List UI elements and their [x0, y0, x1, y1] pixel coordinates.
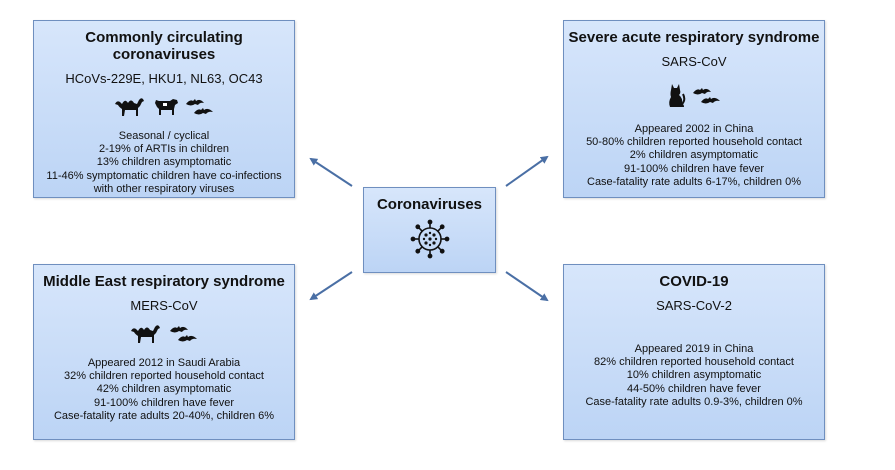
sars-line: 2% children asymptomatic [629, 149, 759, 162]
hcov-line: 11-46% symptomatic children have co-infe… [46, 169, 282, 182]
covid-line: 44-50% children have fever [627, 382, 761, 395]
hcov-line: 13% children asymptomatic [96, 156, 232, 169]
cow-icon [153, 95, 179, 117]
hcov-virus-names: HCoVs-229E, HKU1, NL63, OC43 [65, 71, 263, 86]
arrow-to-covid [505, 271, 549, 302]
sars-line: Case-fatality rate adults 6-17%, childre… [587, 175, 801, 188]
hcov-line: with other respiratory viruses [93, 182, 235, 195]
mers-line: 91-100% children have fever [93, 396, 235, 409]
hcov-line: Seasonal / cyclical [118, 130, 210, 142]
covid-line: 82% children reported household contact [594, 356, 794, 369]
covid-line: Case-fatality rate adults 0.9-3%, childr… [585, 395, 803, 408]
mers-line: Case-fatality rate adults 20-40%, childr… [53, 409, 275, 422]
covid-line: Appeared 2019 in China [634, 343, 754, 355]
mers-title: Middle East respiratory syndrome [43, 273, 285, 290]
covid-title: COVID-19 [659, 273, 729, 290]
covid-line: 10% children asymptomatic [626, 369, 762, 382]
mers-line: Appeared 2012 in Saudi Arabia [87, 357, 241, 369]
coronavirus-icon [364, 219, 495, 259]
arrow-to-hcov [309, 157, 353, 187]
mers-box: Middle East respiratory syndrome MERS-Co… [33, 264, 295, 440]
camel-icon [129, 321, 163, 345]
hcov-line: 2-19% of ARTIs in children [98, 143, 230, 156]
mers-line: 32% children reported household contact [64, 370, 264, 383]
bats-icon [692, 83, 722, 107]
covid-virus-name: SARS-CoV-2 [656, 298, 732, 313]
bats-icon [169, 321, 199, 345]
mers-line: 42% children asymptomatic [96, 383, 232, 396]
hcov-icons [34, 92, 294, 120]
mers-virus-name: MERS-CoV [130, 298, 198, 313]
center-title: Coronaviruses [376, 196, 483, 213]
cat-icon [666, 82, 686, 108]
sars-line: Appeared 2002 in China [634, 123, 754, 135]
sars-box: Severe acute respiratory syndrome SARS-C… [563, 20, 825, 198]
coronaviruses-center-box: Coronaviruses [363, 187, 496, 273]
sars-line: 91-100% children have fever [623, 162, 765, 175]
hcov-box: Commonly circulating coronaviruses HCoVs… [33, 20, 295, 198]
covid-box: COVID-19 SARS-CoV-2 Appeared 2019 in Chi… [563, 264, 825, 440]
sars-virus-name: SARS-CoV [661, 54, 727, 69]
mers-icons [34, 319, 294, 347]
bats-icon [185, 94, 215, 118]
sars-icons [564, 81, 824, 109]
camel-icon [113, 94, 147, 118]
arrow-to-mers [309, 271, 353, 301]
arrow-to-sars [505, 155, 549, 187]
hcov-title: Commonly circulating coronaviruses [85, 29, 243, 63]
sars-line: 50-80% children reported household conta… [586, 136, 802, 149]
sars-title: Severe acute respiratory syndrome [568, 29, 820, 46]
